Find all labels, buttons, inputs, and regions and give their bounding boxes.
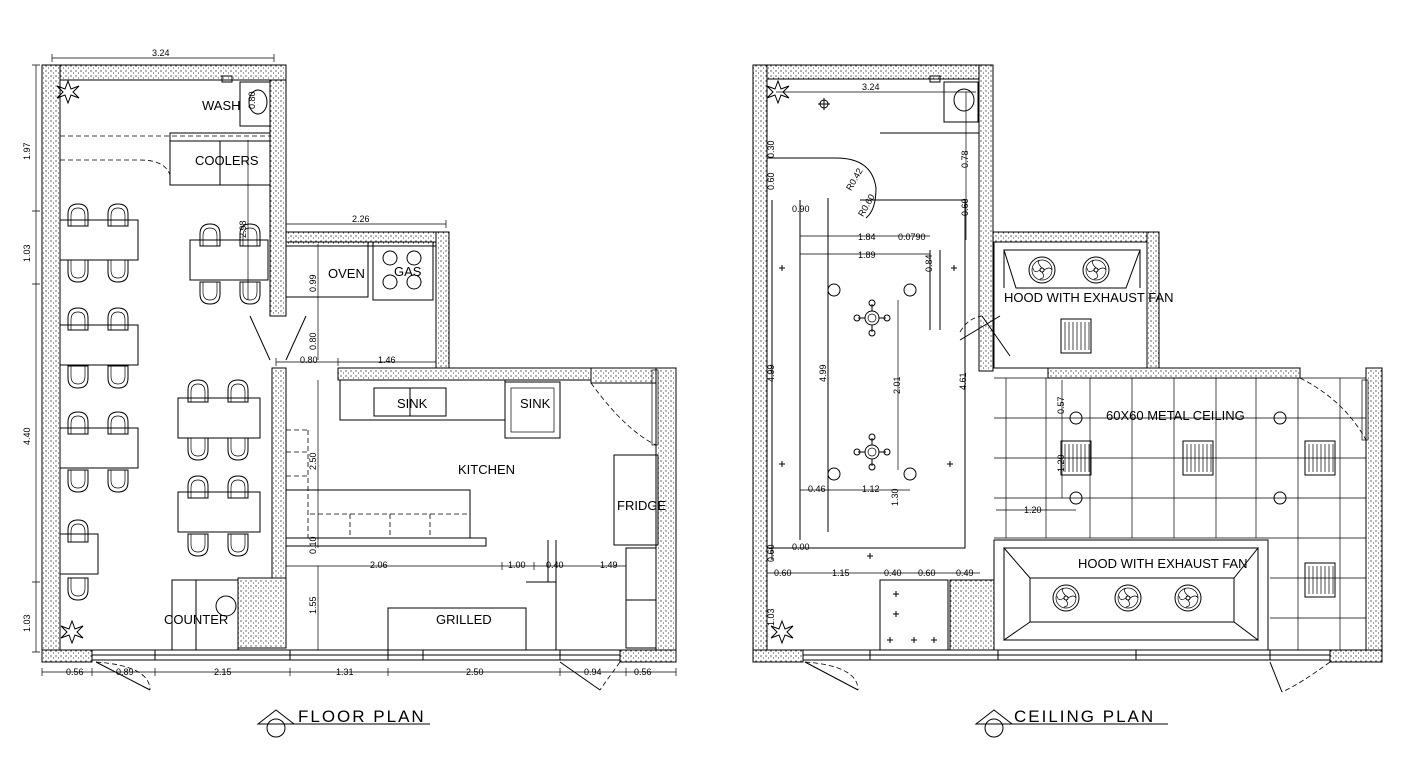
- ceiling-plan-title: CEILING PLAN: [1014, 707, 1155, 726]
- wash-label: WASH: [202, 98, 241, 113]
- cp-dim-201: 2.01: [892, 376, 902, 394]
- cp-dim-060c: 0.60: [766, 544, 776, 562]
- fp-dim-080v: 0.80: [308, 332, 318, 350]
- cp-dim-b060: 0.60: [774, 568, 792, 578]
- fp-dim-080h: 0.80: [300, 355, 318, 365]
- counter-label: COUNTER: [164, 612, 228, 627]
- cp-dim-r042: R0.42: [844, 166, 865, 192]
- fp-dim-b094: 0.94: [584, 667, 602, 677]
- floor-walls: [41, 64, 677, 663]
- fridge-label: FRIDGE: [617, 498, 666, 513]
- cp-dim-057: 0.57: [1056, 396, 1066, 414]
- cp-dim-b115: 1.15: [832, 568, 850, 578]
- cp-dim-084: 0.84: [924, 254, 934, 272]
- cp-dim-078: 0.78: [960, 150, 970, 168]
- fp-dim-440: 4.40: [22, 427, 32, 445]
- wash-dim: 0.80: [247, 91, 257, 109]
- cp-dim-130: 1.30: [890, 488, 900, 506]
- fp-dim-226: 2.26: [352, 214, 370, 224]
- coolers-label: COOLERS: [195, 153, 259, 168]
- cp-dim-499a: 4.99: [766, 364, 776, 382]
- cp-dim-top: 3.24: [862, 82, 880, 92]
- sink2-label: SINK: [520, 396, 551, 411]
- fp-dim-298: 2.98: [238, 220, 248, 238]
- cp-dim-b040: 0.40: [884, 568, 902, 578]
- oven-label: OVEN: [328, 266, 365, 281]
- cp-dim-189: 1.89: [858, 250, 876, 260]
- cp-dim-b060b: 0.60: [918, 568, 936, 578]
- cp-dim-499b: 4.99: [818, 364, 828, 382]
- cp-dim-103: 1.03: [766, 608, 776, 626]
- grilled-label: GRILLED: [436, 612, 492, 627]
- fp-dim-206: 2.06: [370, 560, 388, 570]
- fp-dim-103b: 1.03: [22, 614, 32, 632]
- fp-dim-b056a: 0.56: [66, 667, 84, 677]
- metal-ceiling-label: 60X60 METAL CEILING: [1106, 408, 1245, 423]
- cp-dim-461: 4.61: [958, 372, 968, 390]
- floor-plan: WASH 0.80 COOLERS: [22, 48, 677, 738]
- sink1-label: SINK: [397, 396, 428, 411]
- fp-dim-b131: 1.31: [336, 667, 354, 677]
- fp-dim-197: 1.97: [22, 142, 32, 160]
- cp-dim-060b: 0.60: [960, 198, 970, 216]
- fp-dim-010: 0.10: [308, 536, 318, 554]
- cp-dim-0790: 0.0790: [898, 232, 926, 242]
- fp-dim-149: 1.49: [600, 560, 618, 570]
- hood2-label: HOOD WITH EXHAUST FAN: [1078, 556, 1248, 571]
- fp-dim-b215: 2.15: [214, 667, 232, 677]
- fp-dim-103a: 1.03: [22, 244, 32, 262]
- fp-dim-146: 1.46: [378, 355, 396, 365]
- cp-dim-000: 0.00: [792, 542, 810, 552]
- cp-dim-090: 0.90: [792, 204, 810, 214]
- fp-dim-b250: 2.50: [466, 667, 484, 677]
- fp-dim-top: 3.24: [152, 48, 170, 58]
- fp-dim-040: 0.40: [546, 560, 564, 570]
- fp-dim-250v: 2.50: [308, 452, 318, 470]
- metal-ceiling-grid: [994, 377, 1366, 650]
- cp-dim-060a: 0.60: [766, 172, 776, 190]
- cp-dim-b049: 0.49: [956, 568, 974, 578]
- kitchen-label: KITCHEN: [458, 462, 515, 477]
- gas-label: GAS: [394, 264, 422, 279]
- ceiling-plan: 3.24 0.30 0.60 0.78 0.60 R0.42 R0.60 0.9…: [752, 64, 1383, 738]
- fp-dim-b089: 0.89: [116, 667, 134, 677]
- cp-dim-112: 1.12: [862, 484, 880, 494]
- cp-dim-120v: 1.20: [1056, 454, 1066, 472]
- cp-dim-184: 1.84: [858, 232, 876, 242]
- fp-dim-099: 0.99: [308, 274, 318, 292]
- cp-dim-046: 0.46: [808, 484, 826, 494]
- hood1-label: HOOD WITH EXHAUST FAN: [1004, 290, 1174, 305]
- fp-dim-155: 1.55: [308, 596, 318, 614]
- cp-dim-120h: 1.20: [1024, 505, 1042, 515]
- fp-dim-100: 1.00: [508, 560, 526, 570]
- cp-dim-030: 0.30: [766, 140, 776, 158]
- fp-dim-b056b: 0.56: [634, 667, 652, 677]
- floor-plan-title: FLOOR PLAN: [298, 707, 426, 726]
